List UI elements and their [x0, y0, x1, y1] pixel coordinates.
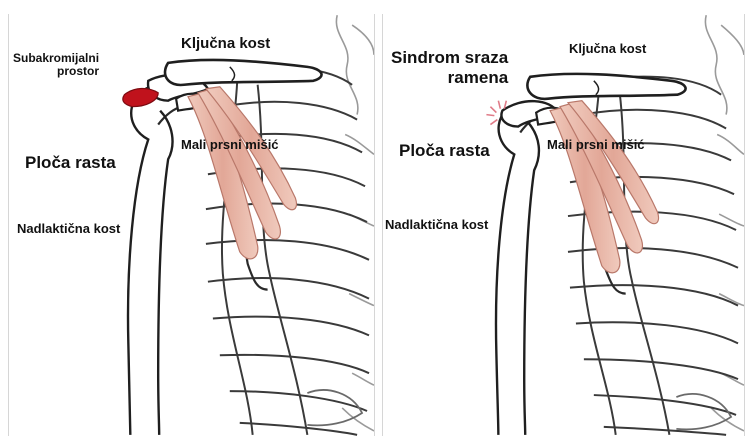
clavicle-bone: [165, 60, 322, 85]
label-humerus: Nadlaktična kost: [385, 218, 488, 232]
label-impingement-syndrome: Sindrom sraza ramena: [391, 48, 508, 89]
subacromial-space-highlight: [123, 88, 158, 106]
left-panel-normal-shoulder: Subakromijalni prostor Ključna kost Mali…: [8, 14, 375, 436]
label-clavicle: Ključna kost: [181, 36, 270, 52]
humerus-bone: [128, 85, 173, 435]
pectoralis-minor-muscle: [550, 101, 658, 273]
label-subacromial-space: Subakromijalni prostor: [13, 52, 99, 77]
right-panel-impingement: Sindrom sraza ramena Ključna kost Mali p…: [382, 14, 745, 436]
label-pectoralis-minor: Mali prsni mišić: [181, 138, 279, 152]
spine-outline: [705, 15, 744, 431]
humerus-bone: [496, 103, 539, 435]
label-pectoralis-minor: Mali prsni mišić: [547, 138, 645, 152]
label-clavicle: Ključna kost: [569, 42, 646, 56]
label-humerus: Nadlaktična kost: [17, 222, 120, 236]
label-growth-plate: Ploča rasta: [399, 142, 490, 160]
pectoralis-minor-muscle: [188, 87, 296, 259]
label-growth-plate: Ploča rasta: [25, 154, 116, 172]
